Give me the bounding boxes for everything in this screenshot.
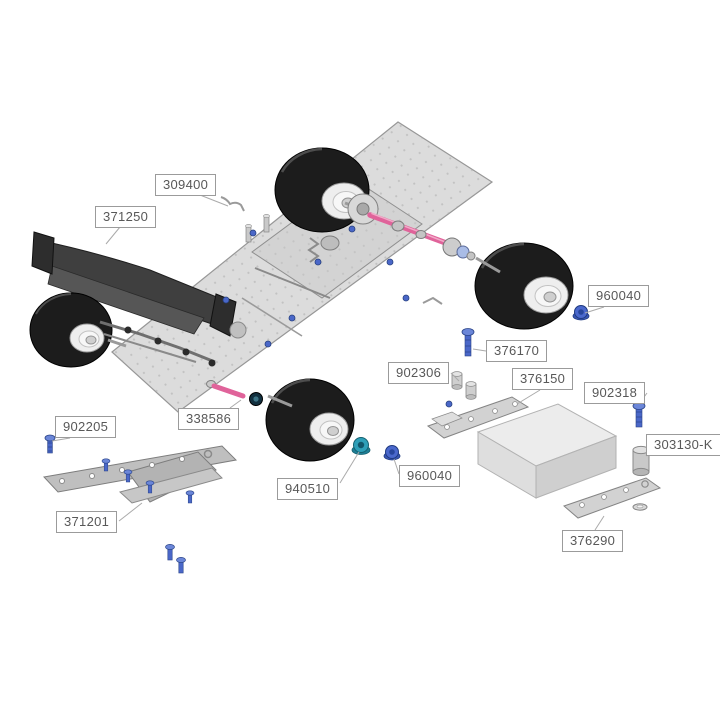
body-mount-plate-376290: [563, 477, 662, 519]
part-label-376170: 376170: [486, 340, 548, 362]
wheel-front-left: [29, 292, 113, 368]
front-lower-plate-371201: [43, 445, 238, 504]
screw-902318: [632, 402, 646, 428]
nut-960040-rear: [572, 305, 590, 321]
part-label-940510: 940510: [277, 478, 339, 500]
post: [263, 215, 270, 233]
part-label-371201: 371201: [56, 511, 118, 533]
nut-940510: [351, 437, 371, 455]
wheel-rear-right: [474, 242, 574, 330]
driveshaft: [367, 212, 449, 246]
body-mount-plate-376150: [426, 396, 530, 439]
front-wing: [31, 231, 237, 337]
kingpin-338586: [206, 380, 263, 406]
part-label-960040-rear: 960040: [588, 285, 650, 307]
wheel-hub: [543, 291, 557, 303]
spring: [307, 237, 320, 263]
screws-below-plate: [165, 544, 186, 574]
pivot-ball: [154, 337, 162, 345]
part-label-902205: 902205: [55, 416, 117, 438]
body-clip-309400: [220, 196, 245, 212]
part-label-376290: 376290: [562, 530, 624, 552]
part-label-303130-k: 303130-K: [646, 434, 720, 456]
washer: [632, 503, 648, 511]
chassis-screws: [222, 225, 410, 348]
clip: [422, 296, 443, 305]
pivot-ball: [182, 348, 190, 356]
post-303130k: [632, 445, 650, 477]
pivot-ball: [124, 326, 132, 334]
wheel-hub: [85, 335, 97, 345]
screw-902205: [44, 434, 56, 454]
screw-376170: [461, 328, 475, 357]
part-label-902318: 902318: [584, 382, 646, 404]
battery-box: [476, 403, 618, 499]
part-label-376150: 376150: [512, 368, 574, 390]
wheel-hub: [327, 426, 339, 436]
nut-960040-front: [383, 445, 401, 461]
servo-saver: [229, 321, 247, 339]
rear-axle-assembly: [307, 193, 501, 274]
wheel-front-bottom: [265, 378, 355, 462]
pivot-ball: [208, 359, 216, 367]
standoffs-902306: [451, 371, 477, 400]
wheel-rear-top: [274, 147, 370, 233]
part-label-960040-front: 960040: [399, 465, 461, 487]
chassis-details: [99, 214, 443, 408]
part-label-309400: 309400: [155, 174, 217, 196]
part-label-338586: 338586: [178, 408, 240, 430]
part-label-902306: 902306: [388, 362, 450, 384]
part-label-371250: 371250: [95, 206, 157, 228]
plate-screws: [101, 458, 195, 504]
